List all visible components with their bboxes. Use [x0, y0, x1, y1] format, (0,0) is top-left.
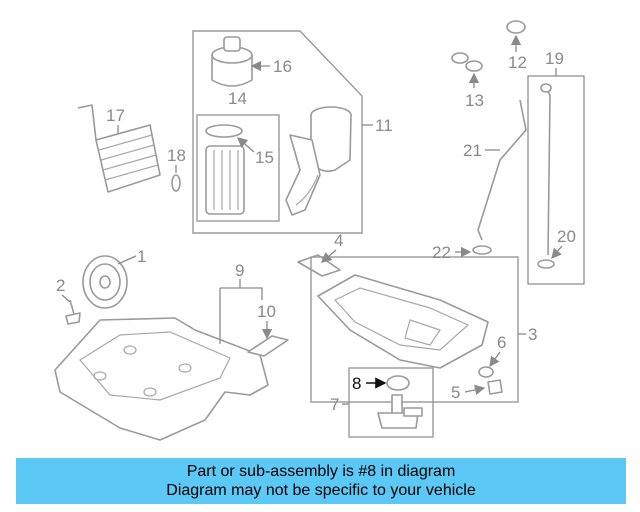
callout-12: 12 [508, 53, 527, 72]
callout-19: 19 [545, 49, 564, 68]
callout-5: 5 [451, 383, 460, 402]
o-ring-13a [451, 52, 469, 64]
callout-15: 15 [255, 148, 274, 167]
callout-3: 3 [528, 325, 537, 344]
seal-18 [171, 174, 181, 192]
sensor-group [348, 367, 434, 438]
upper-oil-pan [54, 317, 269, 441]
callout-11: 11 [375, 116, 393, 135]
oil-pan-group [310, 256, 519, 403]
parts-diagram: 1 2 3 4 5 6 7 8 9 10 11 12 13 14 15 16 1… [54, 20, 585, 441]
washer-6 [478, 366, 494, 378]
banner-line-2: Diagram may not be specific to your vehi… [166, 482, 476, 499]
drain-plug-5 [487, 379, 503, 395]
gasket-10 [247, 335, 289, 357]
callouts: 1 2 3 4 5 6 7 8 9 10 11 12 13 14 15 16 1… [56, 34, 576, 414]
bolt-2 [65, 299, 81, 325]
callout-2: 2 [56, 276, 65, 295]
callout-20: 20 [557, 227, 576, 246]
gasket-4 [297, 254, 341, 277]
lower-oil-pan [317, 274, 489, 369]
callout-10: 10 [257, 302, 276, 321]
banner-line-1: Part or sub-assembly is #8 in diagram [186, 463, 456, 480]
pulley [82, 255, 128, 309]
callout-9: 9 [235, 261, 244, 280]
callout-14: 14 [228, 89, 247, 108]
callout-22: 22 [432, 243, 451, 262]
callout-17: 17 [106, 106, 125, 125]
info-banner: Part or sub-assembly is #8 in diagram Di… [16, 458, 626, 504]
callout-6: 6 [497, 333, 506, 352]
o-ring-8 [386, 375, 410, 391]
dipstick-tube [477, 99, 527, 241]
callout-8: 8 [352, 374, 361, 393]
o-ring-13b [465, 60, 483, 72]
callout-1: 1 [137, 247, 146, 266]
oil-level-sensor [377, 394, 423, 429]
callout-7: 7 [330, 395, 339, 414]
filter-housing-group [192, 30, 363, 234]
callout-13: 13 [465, 91, 484, 110]
oil-cooler [77, 104, 161, 193]
callout-18: 18 [167, 146, 186, 165]
callout-4: 4 [334, 231, 343, 250]
callout-21: 21 [463, 141, 482, 160]
o-ring-12 [506, 20, 526, 34]
callout-16: 16 [273, 57, 292, 76]
